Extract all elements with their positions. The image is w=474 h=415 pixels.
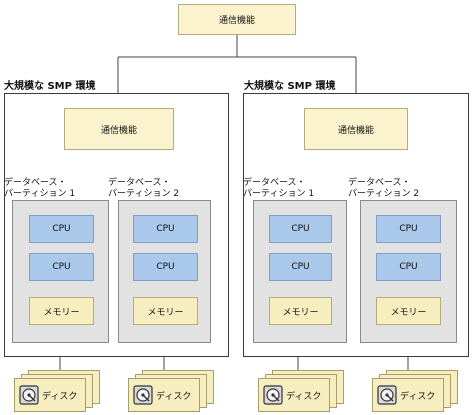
disk-group-right-1: ディスク [258,370,346,414]
cpu-box: CPU [376,215,441,243]
disk-group-left-1: ディスク [14,370,102,414]
disk-label: ディスク [42,392,78,402]
env-left-communication-label: 通信機能 [100,125,137,136]
partition-label-line2: パーティション 1 [4,189,76,199]
disk-stack-sheet: ディスク [372,378,444,412]
partition-label-line2: パーティション 1 [243,189,315,199]
database-partition-left-2: CPU CPU メモリー [118,200,211,343]
hard-disk-icon [263,385,283,405]
disk-label: ディスク [156,392,192,402]
memory-box: メモリー [269,297,332,325]
cpu-box: CPU [29,253,94,281]
top-communication-box: 通信機能 [178,4,296,35]
disk-label: ディスク [286,392,322,402]
disk-label: ディスク [400,392,436,402]
database-partition-right-2: CPU CPU メモリー [360,200,457,343]
hard-disk-icon [133,385,153,405]
partition-label-line2: パーティション 2 [108,189,180,199]
partition-label-line1: データベース・ [243,178,306,188]
partition-label-line1: データベース・ [348,178,411,188]
env-title-right: 大規模な SMP 環境 [244,81,336,92]
hard-disk-icon [19,385,39,405]
memory-box: メモリー [29,297,94,325]
database-partition-right-1: CPU CPU メモリー [253,200,347,343]
disk-stack-sheet: ディスク [128,378,200,412]
partition-label-right-2: データベース・ パーティション 2 [348,178,419,200]
hard-disk-icon [377,385,397,405]
partition-label-line1: データベース・ [4,178,67,188]
cpu-box: CPU [29,215,94,243]
env-left-communication-box: 通信機能 [64,108,174,150]
cpu-box: CPU [376,253,441,281]
disk-group-left-2: ディスク [128,370,216,414]
cpu-box: CPU [269,215,332,243]
cpu-box: CPU [269,253,332,281]
disk-stack-sheet: ディスク [14,378,86,412]
partition-label-left-1: データベース・ パーティション 1 [4,178,75,200]
memory-box: メモリー [376,297,441,325]
env-right-communication-box: 通信機能 [304,108,408,150]
cpu-box: CPU [133,215,198,243]
partition-label-line1: データベース・ [108,178,171,188]
top-communication-label: 通信機能 [218,16,255,26]
env-title-left: 大規模な SMP 環境 [4,81,96,92]
memory-box: メモリー [133,297,198,325]
disk-stack-sheet: ディスク [258,378,330,412]
cpu-box: CPU [133,253,198,281]
partition-label-left-2: データベース・ パーティション 2 [108,178,179,200]
partition-label-line2: パーティション 2 [348,189,420,199]
partition-label-right-1: データベース・ パーティション 1 [243,178,314,200]
disk-group-right-2: ディスク [372,370,460,414]
env-right-communication-label: 通信機能 [337,125,374,136]
database-partition-left-1: CPU CPU メモリー [12,200,109,343]
